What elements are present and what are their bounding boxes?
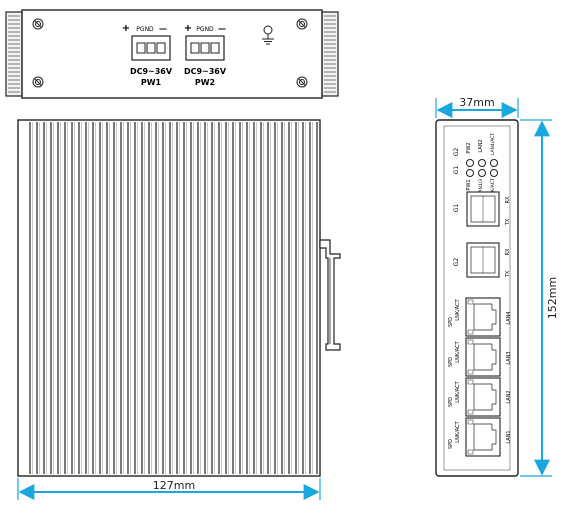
corner-screw-icon [32, 76, 44, 88]
sfp-port-g1: G1 RX TX [453, 191, 511, 227]
lan-port-lan3: SPD LNK/ACT LAN3 [448, 337, 512, 377]
height-dimension-label: 152mm [546, 277, 559, 319]
terminal-1-voltage: DC9~36V [130, 67, 173, 76]
lan3-label: LAN3 [506, 351, 512, 364]
top-view-right-fin-block [321, 11, 339, 97]
led-label-lnk-act: LNK/ACT [490, 178, 496, 197]
lan1-lnk: LNK/ACT [455, 420, 461, 442]
side-view [17, 119, 341, 477]
led-indicator [490, 169, 498, 177]
terminal-1-label: PW1 [141, 78, 162, 87]
corner-screw-icon [32, 18, 44, 30]
sfp-port-g2: G2 RX TX [453, 242, 511, 278]
terminal-1-pgnd: PGND [136, 26, 154, 33]
sfp-g1-label: G1 [453, 204, 460, 213]
led-label-lan4-act: LAN4/ACT [490, 133, 496, 156]
lan1-spd: SPD [448, 439, 454, 449]
led-label-pw2: PW2 [466, 142, 472, 153]
top-view-right-fins [324, 15, 336, 93]
led-indicator [466, 159, 474, 167]
terminal-2-pin [210, 42, 220, 54]
led-indicator [478, 169, 486, 177]
terminal-1-pin [136, 42, 146, 54]
depth-dimension: 37mm [435, 96, 519, 118]
width-dimension: 127mm [17, 478, 321, 500]
sfp-g2-tx: TX [505, 270, 511, 278]
terminal-1-minus: — [159, 24, 167, 33]
led-indicator [478, 159, 486, 167]
side-view-body [17, 119, 321, 477]
terminal-1-pin [146, 42, 156, 54]
led-indicator [490, 159, 498, 167]
lan4-lnk: LNK/ACT [455, 298, 461, 320]
top-view-left-fin-block [5, 11, 23, 97]
lan3-spd: SPD [448, 357, 454, 367]
top-view: + PGND — DC9~36V PW1 + PGND — DC9~36V PW… [5, 9, 339, 99]
lan-port-lan4: SPD LNK/ACT LAN4 [448, 297, 512, 337]
corner-screw-icon [296, 18, 308, 30]
front-panel-inner-border [443, 125, 511, 471]
sfp-g1-tx: TX [505, 218, 511, 226]
top-view-panel [21, 9, 323, 99]
lan4-label: LAN4 [506, 311, 512, 324]
terminal-2-pin [190, 42, 200, 54]
terminal-2-voltage: DC9~36V [184, 67, 227, 76]
side-view-fins [29, 122, 320, 474]
front-panel-view: G2 PW2 LAN2 LAN4/ACT G1 PW1 LAN1/3 LNK/A… [435, 119, 519, 477]
terminal-2-pin [200, 42, 210, 54]
lan4-spd: SPD [448, 317, 454, 327]
terminal-2-minus: — [218, 24, 226, 33]
corner-screw-icon [296, 76, 308, 88]
led-label-lan2: LAN2 [478, 139, 484, 152]
sfp-g2-label: G2 [453, 258, 460, 267]
terminal-2-label: PW2 [195, 78, 215, 87]
terminal-2-plus: + [184, 23, 192, 34]
height-dimension: 152mm [520, 119, 559, 477]
sfp-g1-rx: RX [505, 196, 511, 203]
led-section: G2 PW2 LAN2 LAN4/ACT G1 PW1 LAN1/3 LNK/A… [453, 133, 498, 198]
terminal-1-plus: + [122, 23, 130, 34]
led-label-lan1-3: LAN1/3 [478, 179, 484, 195]
terminal-1-pin [156, 42, 166, 54]
ground-screw-icon [262, 25, 274, 45]
lan2-spd: SPD [448, 397, 454, 407]
depth-dimension-label: 37mm [459, 96, 494, 109]
lan1-label: LAN1 [506, 430, 512, 443]
sfp-g2-rx: RX [505, 248, 511, 255]
lan-port-lan2: SPD LNK/ACT LAN2 [448, 377, 512, 417]
led-label-g2: G2 [453, 148, 460, 157]
lan2-label: LAN2 [506, 390, 512, 403]
lan3-lnk: LNK/ACT [455, 340, 461, 362]
lan-port-lan1: SPD LNK/ACT LAN1 [448, 417, 512, 457]
width-dimension-label: 127mm [153, 479, 195, 492]
lan2-lnk: LNK/ACT [455, 380, 461, 402]
top-view-left-fins [8, 15, 20, 93]
terminal-2-pgnd: PGND [196, 26, 214, 33]
led-indicator [466, 169, 474, 177]
led-label-pw1: PW1 [466, 179, 472, 190]
led-label-g1: G1 [453, 166, 460, 175]
